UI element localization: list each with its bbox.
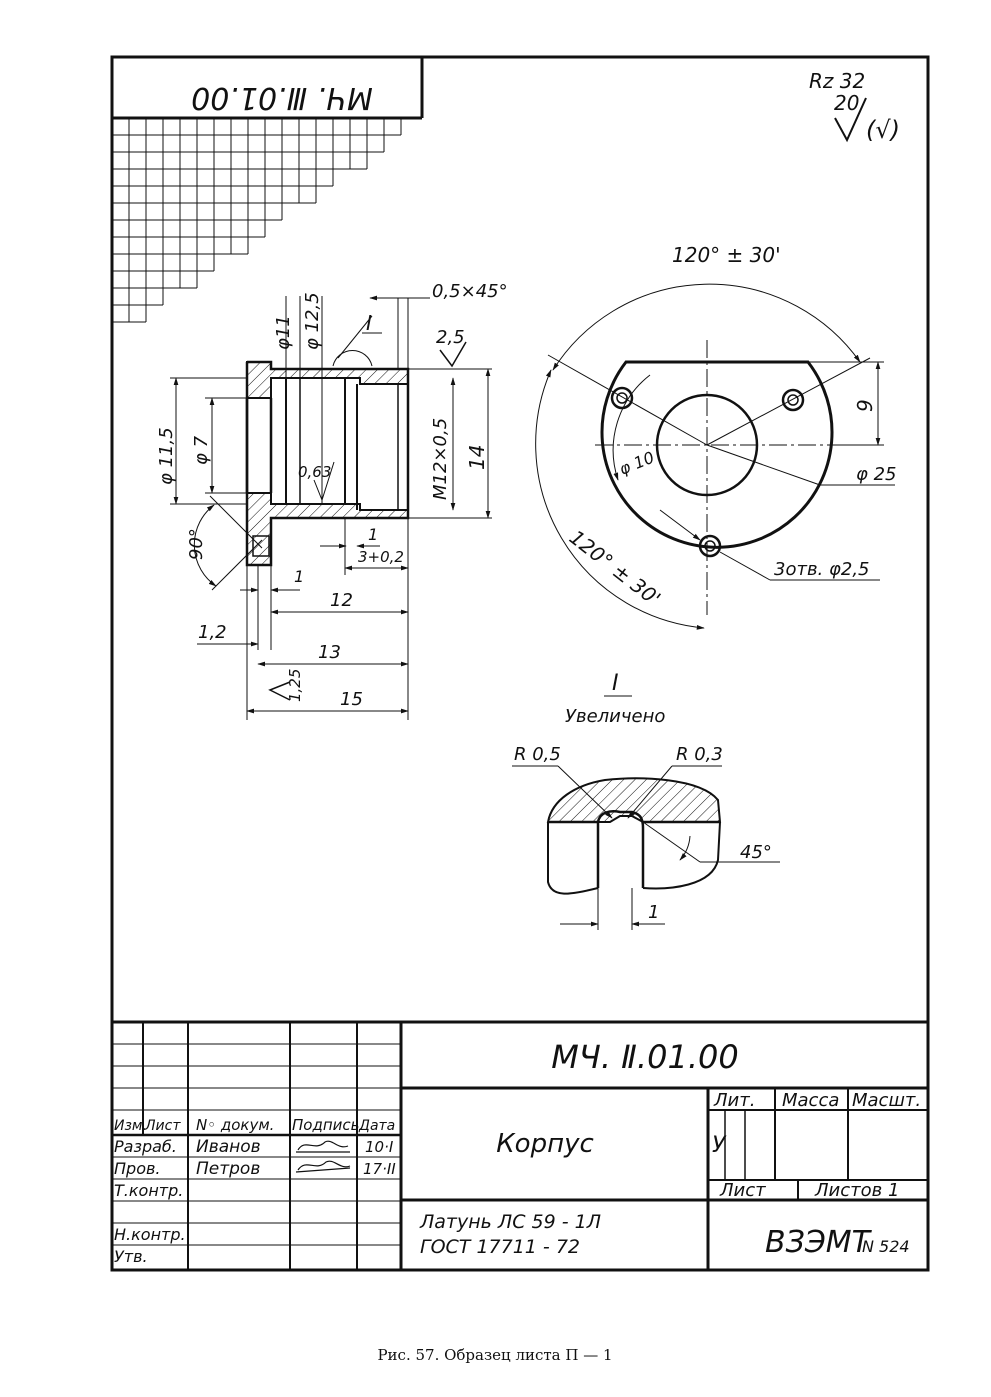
tb-org-no: N 524: [862, 1237, 910, 1256]
dim-one-a: 1: [368, 525, 378, 544]
tb-org: ВЗЭМТ: [765, 1225, 873, 1260]
roughness-main: Rz 32: [809, 69, 865, 93]
dim-l13: 13: [318, 642, 341, 663]
sheet-frame: [110, 55, 930, 1272]
tb-mass: Масса: [782, 1090, 839, 1111]
roughness-symbol: Rz 32 20 (√): [809, 69, 900, 144]
tb-name: Корпус: [496, 1129, 594, 1159]
tb-lit: Лит.: [713, 1090, 755, 1111]
detail-caption: Увеличено: [565, 706, 665, 727]
tb-role-1: Пров.: [114, 1159, 161, 1178]
dim-ra-125: 1,25: [286, 669, 304, 702]
dim-h9: 9: [853, 399, 877, 412]
tb-date-1: 17·II: [363, 1160, 396, 1178]
signature-petrov: [295, 1160, 351, 1173]
dim-d10: φ 10: [616, 448, 656, 479]
dim-thread: M12×0,5: [430, 418, 451, 500]
tb-name-0: Иванов: [196, 1137, 261, 1157]
tb-hdr-doc: N◦ докум.: [196, 1116, 274, 1134]
detail-r03: R 0,3: [676, 744, 723, 765]
tb-material-2: ГОСТ 17711 - 72: [420, 1236, 580, 1258]
tb-role-2: Т.контр.: [114, 1181, 183, 1200]
dim-d11-5: φ 11,5: [156, 427, 177, 485]
roughness-paren: (√): [866, 116, 900, 144]
tb-hdr-date: Дата: [358, 1118, 395, 1134]
dim-d25: φ 25: [856, 464, 897, 485]
section-view: 0,5×45° φ11 φ 12,5 I 2,5 M12×0,5 14 φ 11…: [156, 281, 508, 720]
detail-width: 1: [648, 902, 659, 923]
dim-one-b: 1: [294, 567, 304, 586]
tb-role-4: Утв.: [114, 1247, 148, 1266]
tb-sheet: Лист: [719, 1180, 766, 1201]
dim-d11: φ11: [273, 315, 294, 350]
dim-d7: φ 7: [191, 435, 212, 465]
tb-hdr-izm: Изм.: [114, 1118, 147, 1134]
dim-holes: 3отв. φ2,5: [774, 559, 870, 580]
tb-lit-val: У: [712, 1133, 727, 1158]
tb-designation: МЧ. Ⅱ.01.00: [551, 1038, 738, 1076]
figure-caption: Рис. 57. Образец листа П — 1: [377, 1346, 612, 1364]
dim-angle-bottom: 120° ± 30': [565, 525, 665, 611]
tb-role-0: Разраб.: [114, 1137, 177, 1156]
title-block-text: МЧ. Ⅱ.01.00 Корпус Латунь ЛС 59 - 1Л ГОС…: [114, 1038, 921, 1266]
tb-material-1: Латунь ЛС 59 - 1Л: [419, 1211, 601, 1233]
dim-l12: 12: [330, 590, 353, 611]
top-designation: МЧ. Ⅲ.01.00: [191, 80, 373, 115]
view-marker: I: [366, 311, 372, 335]
dim-angle90: 90°: [186, 528, 207, 560]
tb-hdr-sign: Подпись: [292, 1116, 359, 1134]
roughness-value: 20: [834, 91, 859, 115]
dim-l15: 15: [340, 689, 363, 710]
detail-r05: R 0,5: [514, 744, 561, 765]
dim-angle-top: 120° ± 30': [672, 243, 781, 267]
dim-roughness-bore: 2,5: [436, 327, 465, 348]
dim-three-tol: 3+0,2: [358, 548, 404, 566]
signature-ivanov: [296, 1140, 350, 1153]
dim-ra-063: 0,63: [298, 463, 331, 481]
title-block: [112, 1020, 928, 1270]
tb-sheets: Листов 1: [814, 1180, 899, 1201]
front-view: 120° ± 30' 120° ± 30' 9 φ 10 φ 25 3отв. …: [535, 243, 897, 630]
tb-date-0: 10·I: [365, 1138, 394, 1156]
dim-l1-2: 1,2: [198, 622, 227, 643]
tb-name-1: Петров: [196, 1159, 260, 1179]
dim-chamfer: 0,5×45°: [432, 281, 508, 302]
tb-role-3: Н.контр.: [114, 1225, 186, 1244]
dim-h14: 14: [465, 445, 489, 470]
grid-area: [112, 118, 402, 323]
detail-marker: I: [612, 671, 619, 696]
tb-scale: Масшт.: [852, 1090, 921, 1111]
detail-angle45: 45°: [740, 842, 772, 863]
tb-hdr-list: Лист: [144, 1118, 181, 1134]
dim-d12-5: φ 12,5: [302, 292, 323, 350]
top-designation-box: МЧ. Ⅲ.01.00: [112, 57, 424, 120]
detail-view: I Увеличено R 0,5 R 0,3 45° 1: [512, 671, 780, 930]
